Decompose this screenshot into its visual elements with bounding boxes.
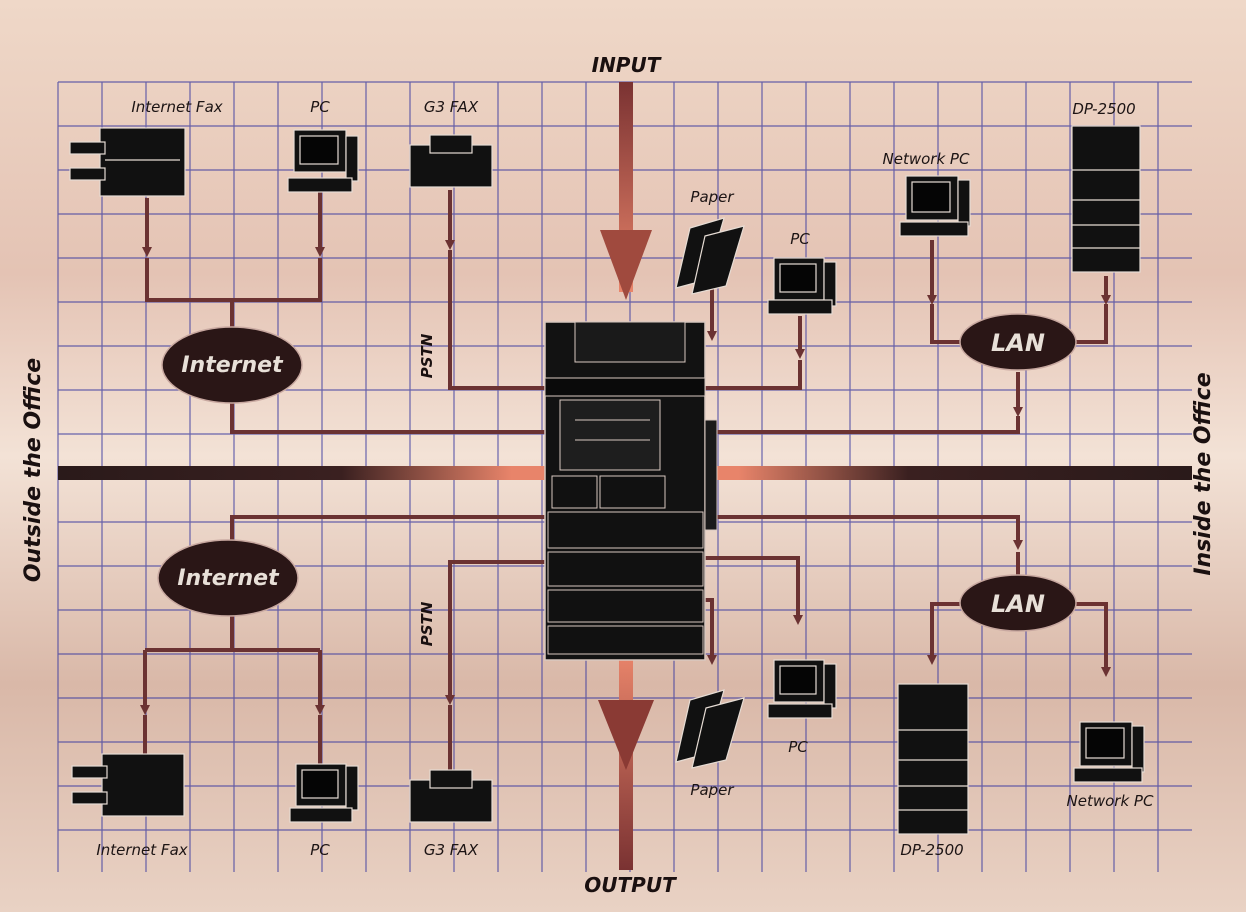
lan-hub-bottom: LAN: [959, 574, 1077, 632]
paper-icon-bottom: [675, 689, 745, 769]
dp2500-icon: [1071, 125, 1141, 273]
label-pc-center-top: PC: [790, 230, 810, 248]
g3-fax-icon-bottom: [409, 769, 493, 823]
output-arrow: [598, 655, 654, 870]
label-pstn-top: PSTN: [418, 333, 436, 378]
connectors: [140, 190, 1111, 770]
outside-office-title: Outside the Office: [21, 358, 46, 582]
internet-hub-bottom-label: Internet: [177, 566, 280, 591]
internet-hub-bottom: Internet: [157, 539, 299, 617]
g3-fax-icon: [409, 134, 493, 188]
label-dp2500-bottom: DP-2500: [900, 841, 963, 859]
label-pc-bottom: PC: [310, 841, 330, 859]
label-paper-bottom: Paper: [690, 781, 734, 799]
label-internet-fax-top: Internet Fax: [131, 98, 222, 116]
network-pc-icon: [899, 175, 971, 237]
pc-icon-center: [767, 257, 837, 315]
lan-hub-top: LAN: [959, 313, 1077, 371]
label-g3fax-bottom: G3 FAX: [424, 841, 479, 859]
pc-icon: [287, 129, 359, 193]
internet-fax-icon-bottom: [71, 753, 185, 817]
output-title: OUTPUT: [584, 873, 677, 897]
label-network-pc-top: Network PC: [883, 150, 970, 168]
internet-hub-top-label: Internet: [181, 353, 284, 378]
pc-icon-center-bottom: [767, 659, 837, 719]
internet-hub-top: Internet: [161, 326, 303, 404]
label-g3fax-top: G3 FAX: [424, 98, 479, 116]
pc-icon-bottom: [289, 763, 359, 823]
label-internet-fax-bottom: Internet Fax: [96, 841, 187, 859]
network-pc-icon-bottom: [1073, 721, 1145, 783]
label-dp2500-top: DP-2500: [1072, 100, 1135, 118]
label-network-pc-bottom: Network PC: [1067, 792, 1154, 810]
label-pc-center-bottom: PC: [788, 738, 808, 756]
dp2500-icon-bottom: [897, 683, 969, 835]
label-pstn-bottom: PSTN: [418, 601, 436, 646]
inside-office-title: Inside the Office: [1191, 372, 1216, 575]
label-paper-top: Paper: [690, 188, 734, 206]
lan-hub-bottom-label: LAN: [991, 590, 1045, 618]
internet-fax-icon: [69, 127, 186, 197]
input-arrow: [600, 82, 652, 300]
lan-hub-top-label: LAN: [991, 329, 1045, 357]
input-title: INPUT: [592, 53, 662, 77]
label-pc-top: PC: [310, 98, 330, 116]
paper-icon: [675, 217, 745, 295]
copier-icon: [544, 321, 718, 661]
